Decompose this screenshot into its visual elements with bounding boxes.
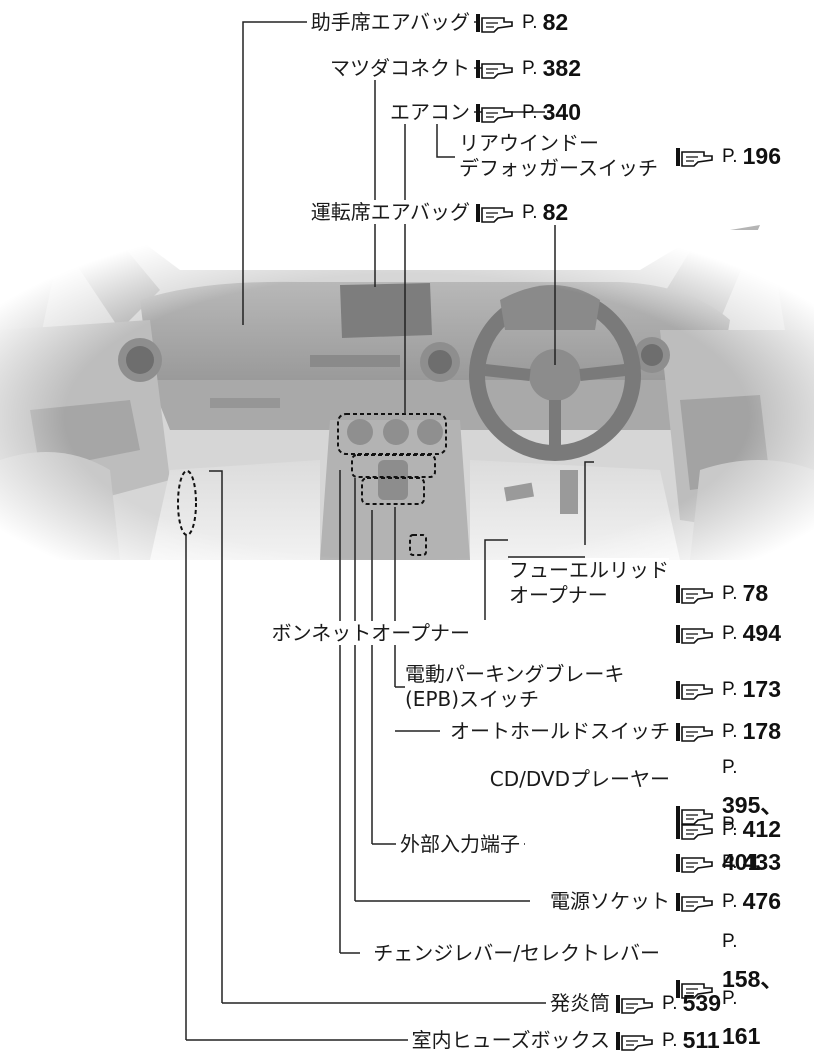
label-passenger-airbag: 助手席エアバッグ bbox=[306, 10, 474, 34]
highlight-boxes bbox=[177, 413, 447, 556]
hand-pointing-icon bbox=[616, 993, 658, 1015]
dashboard-illustration bbox=[0, 225, 814, 570]
label-hood-opener: ボンネットオープナー bbox=[267, 621, 474, 645]
hand-pointing-icon bbox=[476, 102, 518, 124]
hand-pointing-icon bbox=[676, 852, 718, 874]
hand-pointing-icon bbox=[476, 202, 518, 224]
ref-driver-airbag[interactable]: P. 82 bbox=[476, 199, 568, 226]
label-air-conditioner: エアコン bbox=[386, 100, 474, 124]
label-cd-dvd-player: CD/DVDプレーヤー bbox=[485, 767, 674, 791]
ref-auto-hold-switch[interactable]: P. 178 bbox=[676, 718, 781, 745]
ref-fuel-lid-opener[interactable]: P. 78 bbox=[676, 580, 768, 607]
label-mazda-connect: マツダコネクト bbox=[326, 56, 474, 80]
hand-pointing-icon bbox=[676, 623, 718, 645]
hand-pointing-icon bbox=[676, 978, 718, 1000]
ref-cd-dvd-player[interactable]: P. 395、 P. 401 bbox=[676, 758, 783, 874]
hand-pointing-icon bbox=[676, 891, 718, 913]
label-driver-airbag: 運転席エアバッグ bbox=[306, 200, 474, 224]
label-shift-lever: チェンジレバー/セレクトレバー bbox=[369, 941, 664, 965]
label-power-socket: 電源ソケット bbox=[546, 889, 674, 913]
ref-shift-lever[interactable]: P. 158、 P. 161 bbox=[676, 932, 783, 1048]
hand-pointing-icon bbox=[676, 146, 718, 168]
ref-flare[interactable]: P. 539 bbox=[616, 990, 721, 1017]
ref-rear-defogger[interactable]: P. 196 bbox=[676, 143, 781, 170]
label-rear-defogger: リアウインドー デフォッガースイッチ bbox=[459, 131, 658, 181]
ref-air-conditioner[interactable]: P. 340 bbox=[476, 99, 581, 126]
hand-pointing-icon bbox=[676, 583, 718, 605]
label-fuel-lid-opener: フューエルリッド オープナー bbox=[509, 558, 669, 608]
ref-power-socket[interactable]: P. 476 bbox=[676, 888, 781, 915]
label-epb-switch: 電動パーキングブレーキ (EPB)スイッチ bbox=[405, 662, 625, 712]
ref-aux-input-2[interactable]: P. 433 bbox=[676, 849, 781, 876]
ref-aux-input-1[interactable]: P. 412 bbox=[676, 816, 781, 843]
hand-pointing-icon bbox=[476, 58, 518, 80]
label-flare: 発炎筒 bbox=[546, 991, 614, 1015]
ref-mazda-connect[interactable]: P. 382 bbox=[476, 55, 581, 82]
hand-pointing-icon bbox=[616, 1030, 658, 1052]
hand-pointing-icon bbox=[676, 819, 718, 841]
hand-pointing-icon bbox=[476, 12, 518, 34]
hand-pointing-icon bbox=[676, 721, 718, 743]
ref-epb-switch[interactable]: P. 173 bbox=[676, 676, 781, 703]
hand-pointing-icon bbox=[676, 679, 718, 701]
label-interior-fuse-box: 室内ヒューズボックス bbox=[407, 1028, 614, 1052]
ref-hood-opener[interactable]: P. 494 bbox=[676, 620, 781, 647]
ref-interior-fuse-box[interactable]: P. 511 bbox=[616, 1027, 720, 1054]
ref-passenger-airbag[interactable]: P. 82 bbox=[476, 9, 568, 36]
label-aux-input: 外部入力端子 bbox=[396, 832, 524, 856]
label-auto-hold-switch: オートホールドスイッチ bbox=[446, 719, 674, 743]
